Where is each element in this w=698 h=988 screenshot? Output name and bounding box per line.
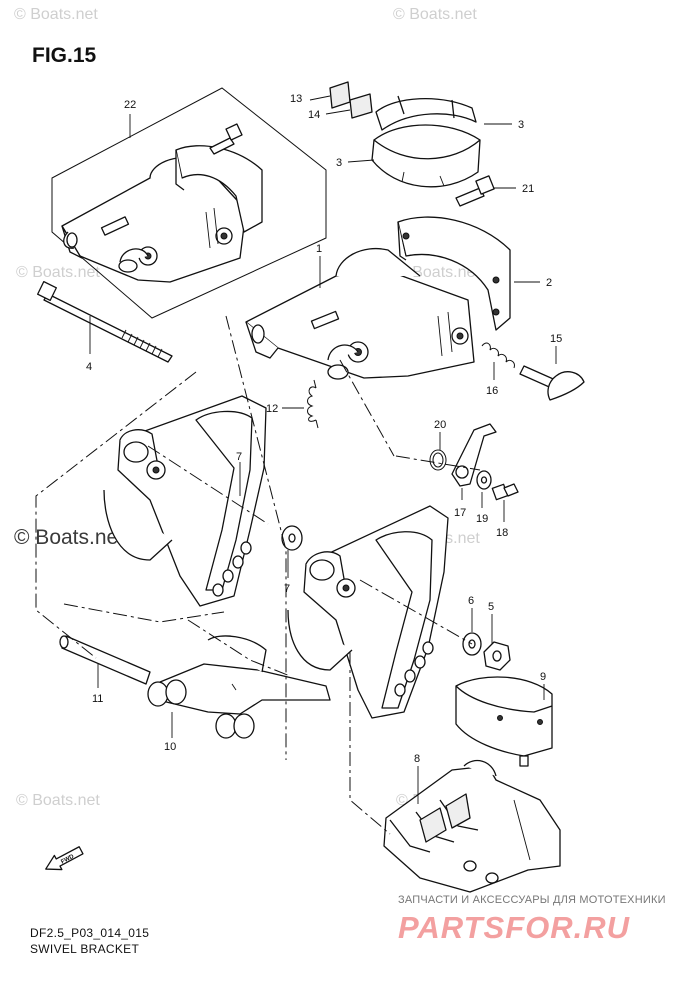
callout-9: 9 [540,671,546,683]
callout-12: 12 [266,403,278,415]
part-7-washer-right [281,525,303,551]
callout-19: 19 [476,513,488,525]
callout-3a: 3 [518,119,524,131]
part-15-lever [519,365,585,401]
part-13-pad [329,81,351,109]
callout-20: 20 [434,419,446,431]
watermark: © Boats.net [396,264,480,281]
figure-title: FIG.15 [32,44,97,67]
watermark-large: © Boats.net [14,526,125,549]
callout-14: 14 [308,109,320,121]
part-2-clamp [397,216,511,331]
callout-5: 5 [488,601,494,613]
callout-18: 18 [496,527,508,539]
watermark: © Boats.net [16,792,100,809]
footer-name: SWIVEL BRACKET [30,942,140,956]
part-5-nut [483,641,511,671]
alignment-lines [35,315,481,835]
callout-15: 15 [550,333,562,345]
part-4-long-bolt [36,280,173,363]
fwd-arrow-icon: FWD [45,846,84,871]
callout-1: 1 [316,243,322,255]
callout-6: 6 [468,595,474,607]
part-22-swivel-bracket-assembly[interactable] [61,145,263,283]
part-21-bolt [455,175,495,207]
callout-22: 22 [124,99,136,111]
shop-tagline: ЗАПЧАСТИ И АКСЕССУАРЫ ДЛЯ МОТОТЕХНИКИ [398,894,666,906]
part-10-tilt-bracket [147,635,331,739]
part-8-tilt-bracket [383,759,561,893]
part-22-bolt [209,123,243,155]
part-16-spring [481,342,515,369]
callout-4: 4 [86,361,92,373]
leader-lines [89,95,557,804]
part-17-lever-arm [451,423,497,487]
callout-11: 11 [92,693,103,705]
callout-7b: 7 [284,583,290,595]
callout-17: 17 [454,507,466,519]
part-19-washer [476,470,492,490]
clamp-bracket-right [287,505,449,719]
part-20-ring [429,449,447,471]
callout-3b: 3 [336,157,342,169]
part-22-group-box [51,87,327,319]
clamp-bracket-left [103,395,267,607]
footer-code: DF2.5_P03_014_015 [30,926,150,940]
shop-brand-logo: PARTSFOR.RU [398,910,631,945]
callout-2: 2 [546,277,552,289]
watermark: © Boats.net [14,6,98,23]
part-11-pin [59,635,151,685]
part-9-cover [455,676,553,767]
part-3-clamp-upper [375,95,477,131]
callout-21: 21 [522,183,534,195]
callout-8: 8 [414,753,420,765]
callout-13: 13 [290,93,302,105]
part-14-pad [349,93,373,119]
watermark: © Boats.net [393,6,477,23]
callout-16: 16 [486,385,498,397]
callout-10: 10 [164,741,176,753]
callout-numbers: 22 13 14 3 3 21 1 2 4 15 16 12 20 7 17 1… [86,93,562,765]
callout-7a: 7 [236,451,242,463]
part-3-clamp-lower [371,124,481,188]
part-12-spring [307,379,319,429]
part-18-bolt [491,483,519,501]
watermark: © Boats.net [16,264,100,281]
part-1-swivel-bracket [245,248,475,380]
